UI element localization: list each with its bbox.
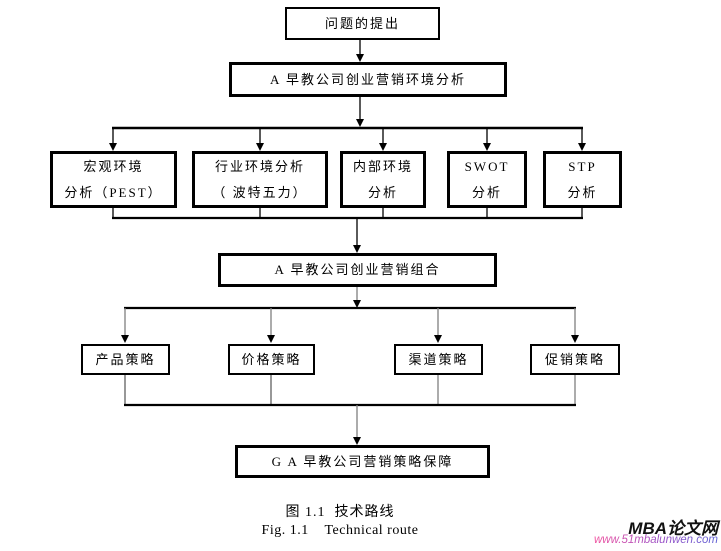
node-product-strategy-label: 产品策略 (95, 351, 156, 367)
node-promotion-strategy-label: 促销策略 (544, 351, 605, 367)
connector-env-to-branch (112, 97, 583, 130)
node-price-strategy: 价格策略 (228, 344, 315, 375)
node-strategy-guarantee: G A 早教公司营销策略保障 (235, 445, 490, 478)
node-macro-pest-line1: 宏观环境 (83, 158, 144, 174)
node-industry-line1: 行业环境分析 (214, 158, 305, 174)
node-env-analysis-label: A 早教公司创业营销环境分析 (270, 71, 466, 87)
node-macro-pest: 宏观环境 分析（PEST） (50, 151, 177, 208)
node-problem: 问题的提出 (285, 7, 440, 40)
node-marketing-mix: A 早教公司创业营销组合 (218, 253, 497, 287)
node-env-analysis: A 早教公司创业营销环境分析 (229, 62, 507, 97)
node-stp-line1: STP (568, 158, 597, 174)
node-place-strategy-label: 渠道策略 (408, 351, 469, 367)
node-place-strategy: 渠道策略 (394, 344, 483, 375)
node-industry-line2: （ 波特五力） (212, 184, 308, 200)
node-internal-line1: 内部环境 (352, 158, 413, 174)
node-marketing-mix-label: A 早教公司创业营销组合 (274, 262, 441, 278)
connector-branch-to-strategies (121, 308, 579, 343)
watermark-site-url: www.51mbalunwen.com (593, 534, 718, 546)
node-swot-line2: 分析 (471, 184, 502, 200)
watermark-site-name: MBA论文网 (628, 519, 718, 538)
connector-strategies-to-guarantee (124, 375, 576, 445)
connector-mix-to-branch (124, 287, 576, 310)
node-problem-label: 问题的提出 (324, 15, 400, 31)
node-swot: SWOT 分析 (447, 151, 527, 208)
connector-problem-to-env (356, 40, 364, 62)
node-promotion-strategy: 促销策略 (530, 344, 620, 375)
node-strategy-guarantee-label: G A 早教公司营销策略保障 (271, 453, 454, 469)
node-stp-line2: 分析 (567, 184, 598, 200)
node-stp: STP 分析 (543, 151, 622, 208)
node-price-strategy-label: 价格策略 (241, 351, 302, 367)
figure-caption-cn: 图 1.1 技术路线 (285, 505, 395, 520)
node-macro-pest-line2: 分析（PEST） (64, 184, 163, 200)
connector-branch-to-analysis (109, 128, 586, 151)
node-industry-five-forces: 行业环境分析 （ 波特五力） (192, 151, 328, 208)
node-swot-line1: SWOT (464, 158, 510, 174)
node-product-strategy: 产品策略 (81, 344, 170, 375)
node-internal-analysis: 内部环境 分析 (340, 151, 426, 208)
figure-caption-en: Fig. 1.1 Technical route (261, 523, 419, 538)
node-internal-line2: 分析 (367, 184, 398, 200)
connector-analysis-to-mix (112, 208, 583, 253)
